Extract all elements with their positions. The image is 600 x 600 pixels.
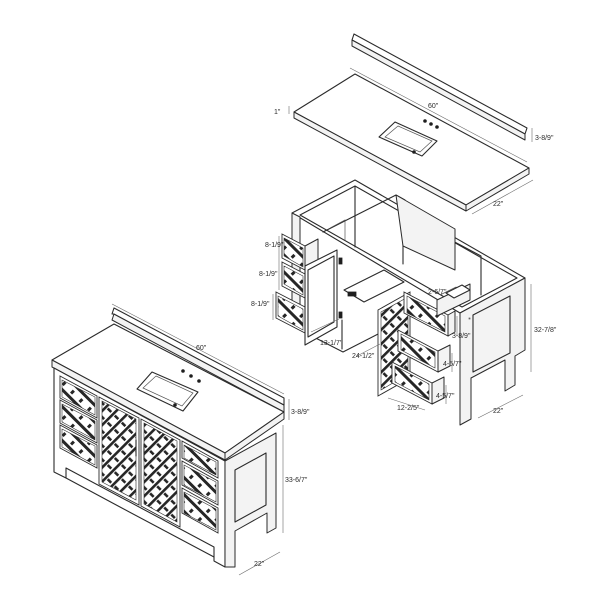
assembled-view [51,303,290,576]
top-width-label: 60" [428,103,439,110]
backsplash-height-label: 3-8/9" [535,135,554,142]
assembled-depth-label: 22" [254,561,265,568]
assembled-sink-icon [136,371,199,412]
cabinet-inner-label: 24-1/2" [352,353,375,360]
top-depth-label: 22" [493,201,504,208]
countertop-part [293,73,530,212]
backsplash-part [351,33,528,141]
assembled-height-label: 33-6/7" [285,477,308,484]
dimension-labels: 60" 1" 3-8/9" 22" 8-1/9" 8-1/9" 8-1/9" 1… [196,103,557,568]
left-door-part [304,249,338,346]
exploded-dimension-lines [272,67,534,419]
faucet-hole-icon [423,119,427,123]
right-drawers-part [391,283,471,405]
right-drawer-top-label: 2-6/7" [428,289,447,296]
right-drawer-3-label: 4-5/7" [436,393,455,400]
cabinet-body-part [291,179,526,426]
right-drawer-1-label: 3-8/9" [452,333,471,340]
right-drawer-2-label: 4-5/7" [443,361,462,368]
drawer-width-label: 12-2/5" [397,405,420,412]
left-drawer-2-label: 8-1/9" [259,271,278,278]
assembled-width-label: 60" [196,345,207,352]
left-drawer-1-label: 8-1/9" [265,242,284,249]
assembled-faucet-icon [181,369,185,373]
exploded-view [272,33,534,426]
top-thickness-label: 1" [274,109,281,116]
cabinet-height-label: 32-7/8" [534,327,557,334]
assembled-backsplash-label: 3-8/9" [291,409,310,416]
door-width-label: 13-1/7" [320,340,343,347]
sink-icon [378,121,438,157]
cabinet-depth-label: 22" [493,408,504,415]
left-drawer-3-label: 8-1/9" [251,301,270,308]
